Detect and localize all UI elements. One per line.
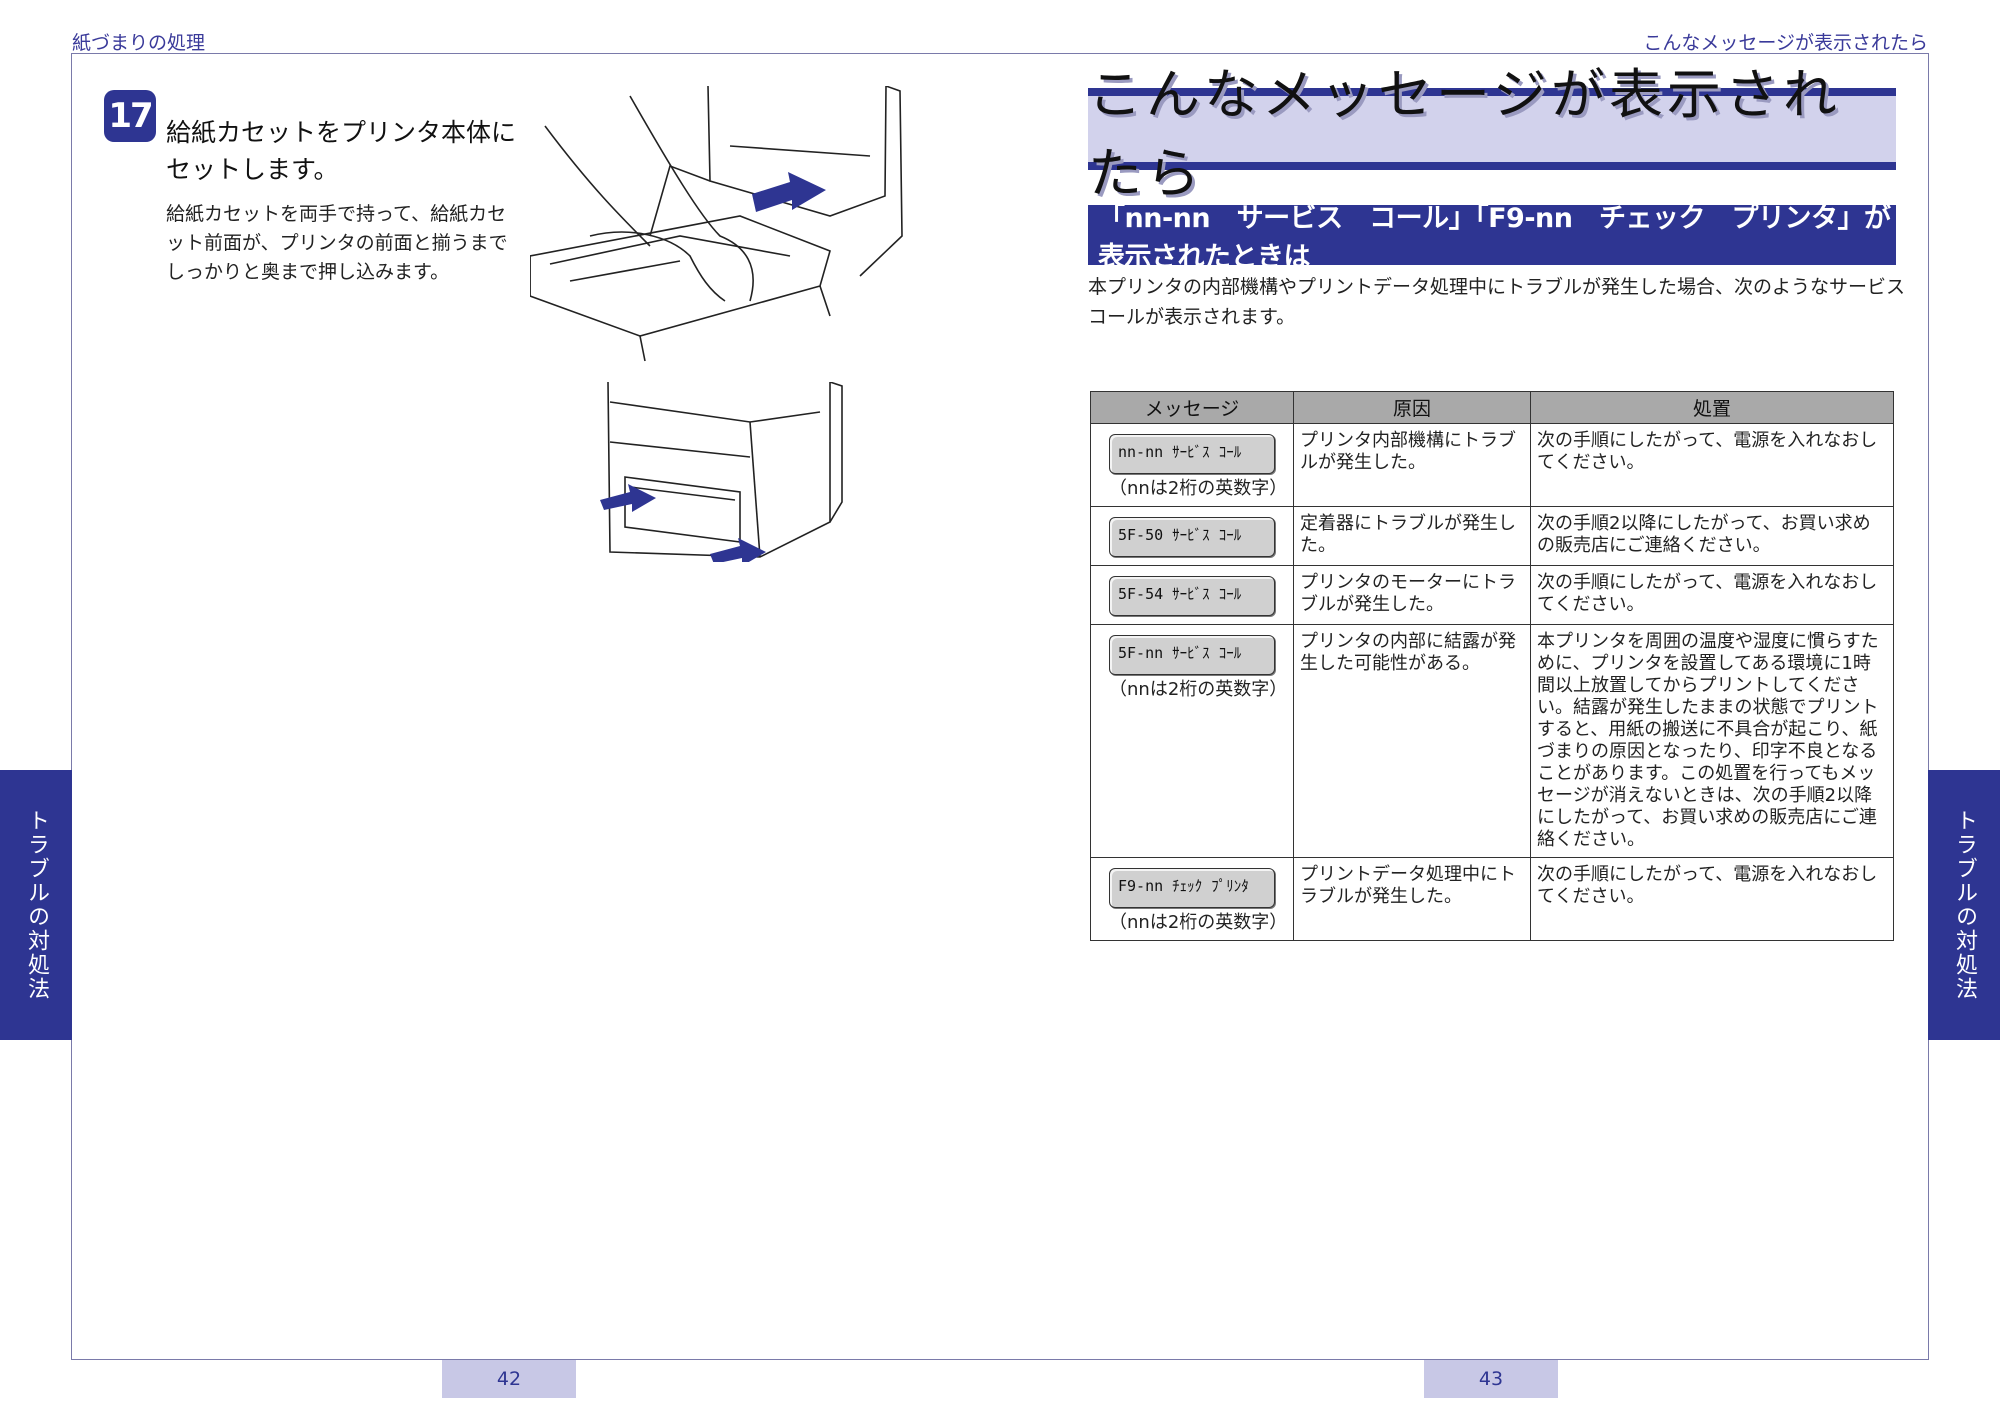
lcd-message-display: nn-nn ｻｰﾋﾞｽ ｺｰﾙ (1109, 434, 1275, 474)
page-frame (71, 53, 1929, 1360)
message-note: （nnは2桁の英数字） (1109, 679, 1288, 700)
step-body: 給紙カセットを両手で持って、給紙カセット前面が、プリンタの前面と揃うまでしっかり… (166, 203, 508, 283)
action-cell: 次の手順にしたがって、電源を入れなおしてください。 (1530, 857, 1894, 941)
cause-cell: プリンタの内部に結露が発生した可能性がある。 (1293, 624, 1531, 858)
running-header-left: 紙づまりの処理 (72, 32, 206, 54)
cause-cell: プリンタのモーターにトラブルが発生した。 (1293, 565, 1531, 625)
lcd-message-display: 5F-nn ｻｰﾋﾞｽ ｺｰﾙ (1109, 635, 1275, 675)
cause-cell: プリンタ内部機構にトラブルが発生した。 (1293, 423, 1531, 507)
message-note: （nnは2桁の英数字） (1109, 478, 1288, 499)
running-header-right: こんなメッセージが表示されたら (1643, 32, 1928, 54)
message-cell: 5F-nn ｻｰﾋﾞｽ ｺｰﾙ （nnは2桁の英数字） (1090, 624, 1294, 858)
service-call-table: メッセージ 原因 処置 nn-nn ｻｰﾋﾞｽ ｺｰﾙ （nnは2桁の英数字） … (1090, 391, 1894, 941)
message-cell: F9-nn ﾁｪｯｸ ﾌﾟﾘﾝﾀ （nnは2桁の英数字） (1090, 857, 1294, 941)
section-subheading: 「nn-nn サービス コール」「F9-nn チェック プリンタ」が表示されたと… (1088, 203, 1896, 273)
step-number-badge: 17 (104, 90, 156, 142)
page-number-right: 43 (1424, 1360, 1558, 1398)
table-row: 5F-50 ｻｰﾋﾞｽ ｺｰﾙ 定着器にトラブルが発生した。 次の手順2以降にし… (1090, 506, 1894, 566)
printer-cassette-insert-illustration (530, 86, 903, 362)
section-title-banner: こんなメッセージが表示されたら (1088, 63, 1896, 205)
column-header-cause: 原因 (1293, 391, 1531, 424)
table-row: 5F-54 ｻｰﾋﾞｽ ｺｰﾙ プリンタのモーターにトラブルが発生した。 次の手… (1090, 565, 1894, 625)
message-note: （nnは2桁の英数字） (1109, 912, 1288, 933)
page-number-left: 42 (442, 1360, 576, 1398)
side-tab-right: トラブルの対処法 (1928, 770, 2000, 1040)
action-cell: 本プリンタを周囲の温度や湿度に慣らすために、プリンタを設置してある環境に1時間以… (1530, 624, 1894, 858)
lcd-message-display: 5F-50 ｻｰﾋﾞｽ ｺｰﾙ (1109, 517, 1275, 557)
section-intro: 本プリンタの内部機構やプリントデータ処理中にトラブルが発生した場合、次のようなサ… (1088, 276, 1906, 328)
printer-front-alignment-illustration (600, 382, 843, 562)
table-row: F9-nn ﾁｪｯｸ ﾌﾟﾘﾝﾀ （nnは2桁の英数字） プリントデータ処理中に… (1090, 857, 1894, 941)
section-title: こんなメッセージが表示されたら (1088, 63, 1841, 205)
message-cell: 5F-50 ｻｰﾋﾞｽ ｺｰﾙ (1090, 506, 1294, 566)
table-header-row: メッセージ 原因 処置 (1090, 391, 1894, 424)
action-cell: 次の手順にしたがって、電源を入れなおしてください。 (1530, 423, 1894, 507)
step-title: 給紙カセットをプリンタ本体にセットします。 (166, 118, 517, 184)
cause-cell: 定着器にトラブルが発生した。 (1293, 506, 1531, 566)
table-row: 5F-nn ｻｰﾋﾞｽ ｺｰﾙ （nnは2桁の英数字） プリンタの内部に結露が発… (1090, 624, 1894, 858)
lcd-message-display: F9-nn ﾁｪｯｸ ﾌﾟﾘﾝﾀ (1109, 868, 1275, 908)
message-cell: nn-nn ｻｰﾋﾞｽ ｺｰﾙ （nnは2桁の英数字） (1090, 423, 1294, 507)
column-header-action: 処置 (1530, 391, 1894, 424)
side-tab-left: トラブルの対処法 (0, 770, 72, 1040)
column-header-message: メッセージ (1090, 391, 1294, 424)
table-row: nn-nn ｻｰﾋﾞｽ ｺｰﾙ （nnは2桁の英数字） プリンタ内部機構にトラブ… (1090, 423, 1894, 507)
action-cell: 次の手順2以降にしたがって、お買い求めの販売店にご連絡ください。 (1530, 506, 1894, 566)
lcd-message-display: 5F-54 ｻｰﾋﾞｽ ｺｰﾙ (1109, 576, 1275, 616)
message-cell: 5F-54 ｻｰﾋﾞｽ ｺｰﾙ (1090, 565, 1294, 625)
action-cell: 次の手順にしたがって、電源を入れなおしてください。 (1530, 565, 1894, 625)
cause-cell: プリントデータ処理中にトラブルが発生した。 (1293, 857, 1531, 941)
